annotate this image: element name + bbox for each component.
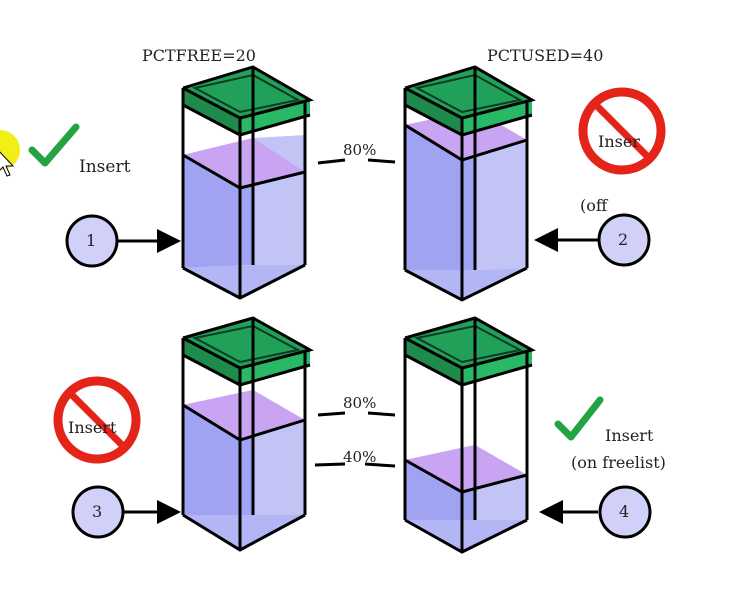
line-40-bottom-right [364, 462, 396, 468]
marker-80-bottom: 80% [343, 394, 377, 412]
step-3-circle [71, 485, 125, 539]
on-freelist-4-label: (on freelist) [571, 453, 666, 472]
off-2-label: (off [580, 196, 608, 215]
insert-no-3-label: Insert [68, 418, 117, 437]
no-entry-icon [578, 87, 666, 175]
line-40-bottom-left [314, 462, 346, 467]
pctused-label: PCTUSED=40 [487, 46, 604, 65]
block-2 [403, 65, 536, 302]
check-icon [28, 123, 80, 167]
step-4-group [539, 485, 652, 539]
marker-40-bottom: 40% [343, 448, 377, 466]
step-1-number: 1 [86, 231, 97, 250]
line-80-bottom-right [367, 411, 396, 417]
block-3 [181, 316, 314, 552]
marker-80-top: 80% [343, 141, 377, 159]
step-2-group [534, 213, 651, 267]
step-1-group [65, 214, 181, 268]
insert-ok-1-label: Insert [79, 157, 131, 177]
threshold-lines [314, 158, 396, 468]
step-2-number: 2 [618, 230, 629, 249]
insert-no-2-label: Inser [598, 132, 640, 151]
line-80-top-left [317, 158, 346, 165]
step-4-number: 4 [619, 502, 630, 521]
no-entry-icon [53, 376, 141, 464]
step-3-number: 3 [92, 502, 103, 521]
block-1 [181, 65, 314, 300]
step-2-circle [597, 213, 651, 267]
block-4 [403, 316, 536, 554]
step-3-group [71, 485, 181, 539]
step-4-circle [598, 485, 652, 539]
pctfree-label: PCTFREE=20 [142, 46, 256, 65]
check-icon [554, 396, 604, 441]
step-1-circle [65, 214, 119, 268]
cursor-icon [0, 130, 20, 177]
line-80-top-right [367, 158, 396, 164]
line-80-bottom-left [317, 411, 346, 417]
insert-ok-4-label: Insert [605, 426, 654, 445]
